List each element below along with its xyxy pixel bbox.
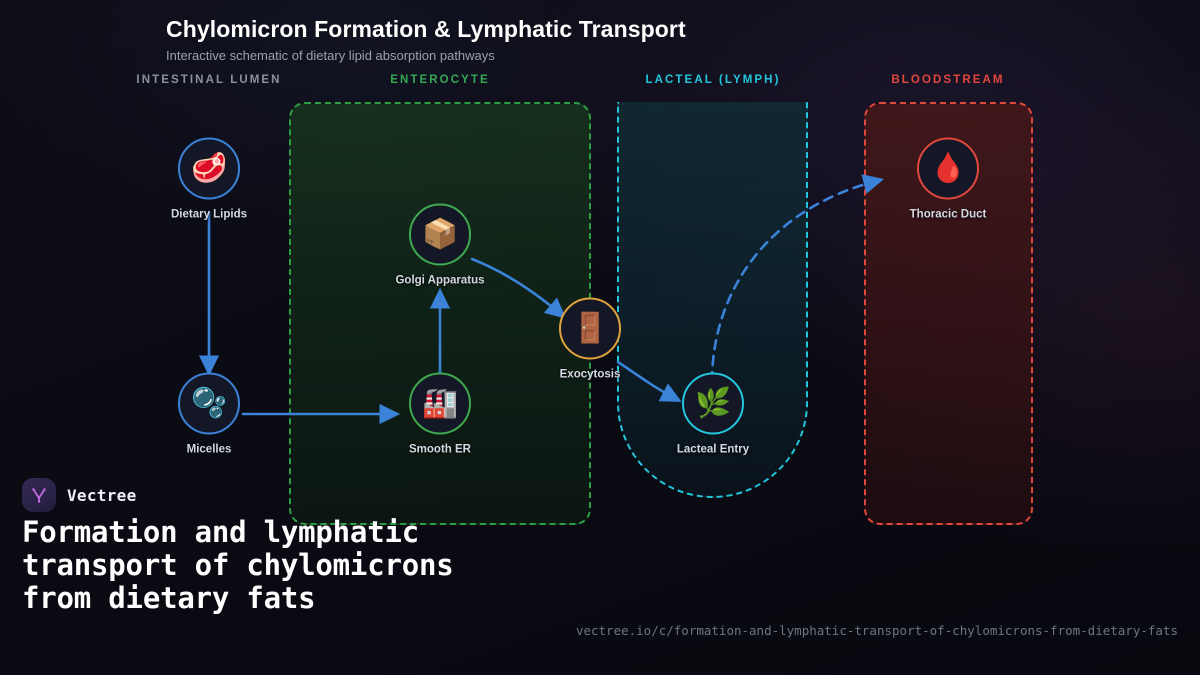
column-header-lacteal: LACTEAL (LYMPH) (645, 74, 781, 86)
column-header-intestinal-lumen: INTESTINAL LUMEN (136, 74, 282, 86)
page-title: Chylomicron Formation & Lymphatic Transp… (166, 16, 686, 42)
page-subtitle: Interactive schematic of dietary lipid a… (166, 48, 495, 63)
blood-drop-icon: 🩸 (917, 137, 979, 200)
column-header-bloodstream: BLOODSTREAM (891, 74, 1005, 86)
node-golgi-apparatus[interactable]: 📦 Golgi Apparatus (375, 203, 505, 287)
vectree-logo-icon (22, 478, 56, 512)
node-micelles[interactable]: 🫧 Micelles (144, 372, 274, 456)
factory-icon: 🏭 (409, 372, 471, 435)
node-icon-glyph: 📦 (421, 218, 459, 250)
node-icon-glyph: 🌿 (694, 387, 732, 419)
node-icon-glyph: 🥩 (190, 152, 228, 184)
herb-icon: 🌿 (682, 372, 744, 435)
node-icon-glyph: 🏭 (421, 387, 459, 419)
node-icon-glyph: 🩸 (929, 152, 967, 184)
brand-name: Vectree (67, 485, 137, 505)
node-label-thoracic-duct: Thoracic Duct (909, 208, 987, 221)
node-label-exocytosis: Exocytosis (559, 368, 621, 381)
node-icon-glyph: 🫧 (190, 387, 228, 419)
node-lacteal-entry[interactable]: 🌿 Lacteal Entry (648, 372, 778, 456)
node-label-lacteal-entry: Lacteal Entry (676, 443, 750, 456)
package-icon: 📦 (409, 203, 471, 266)
column-header-enterocyte: ENTEROCYTE (390, 74, 490, 86)
cut-of-meat-icon: 🥩 (178, 137, 240, 200)
source-url: vectree.io/c/formation-and-lymphatic-tra… (575, 623, 1178, 638)
bubbles-icon: 🫧 (178, 372, 240, 435)
door-icon: 🚪 (559, 297, 621, 360)
node-thoracic-duct[interactable]: 🩸 Thoracic Duct (883, 137, 1013, 221)
node-label-golgi-apparatus: Golgi Apparatus (395, 274, 485, 287)
node-icon-glyph: 🚪 (571, 312, 609, 344)
node-exocytosis[interactable]: 🚪 Exocytosis (525, 297, 655, 381)
node-label-dietary-lipids: Dietary Lipids (170, 208, 248, 221)
node-label-smooth-er: Smooth ER (409, 443, 471, 456)
node-smooth-er[interactable]: 🏭 Smooth ER (375, 372, 505, 456)
node-label-micelles: Micelles (186, 443, 232, 456)
caption-text: Formation and lymphatic transport of chy… (22, 515, 454, 615)
brand-lockup[interactable]: Vectree (22, 478, 137, 512)
node-dietary-lipids[interactable]: 🥩 Dietary Lipids (144, 137, 274, 221)
